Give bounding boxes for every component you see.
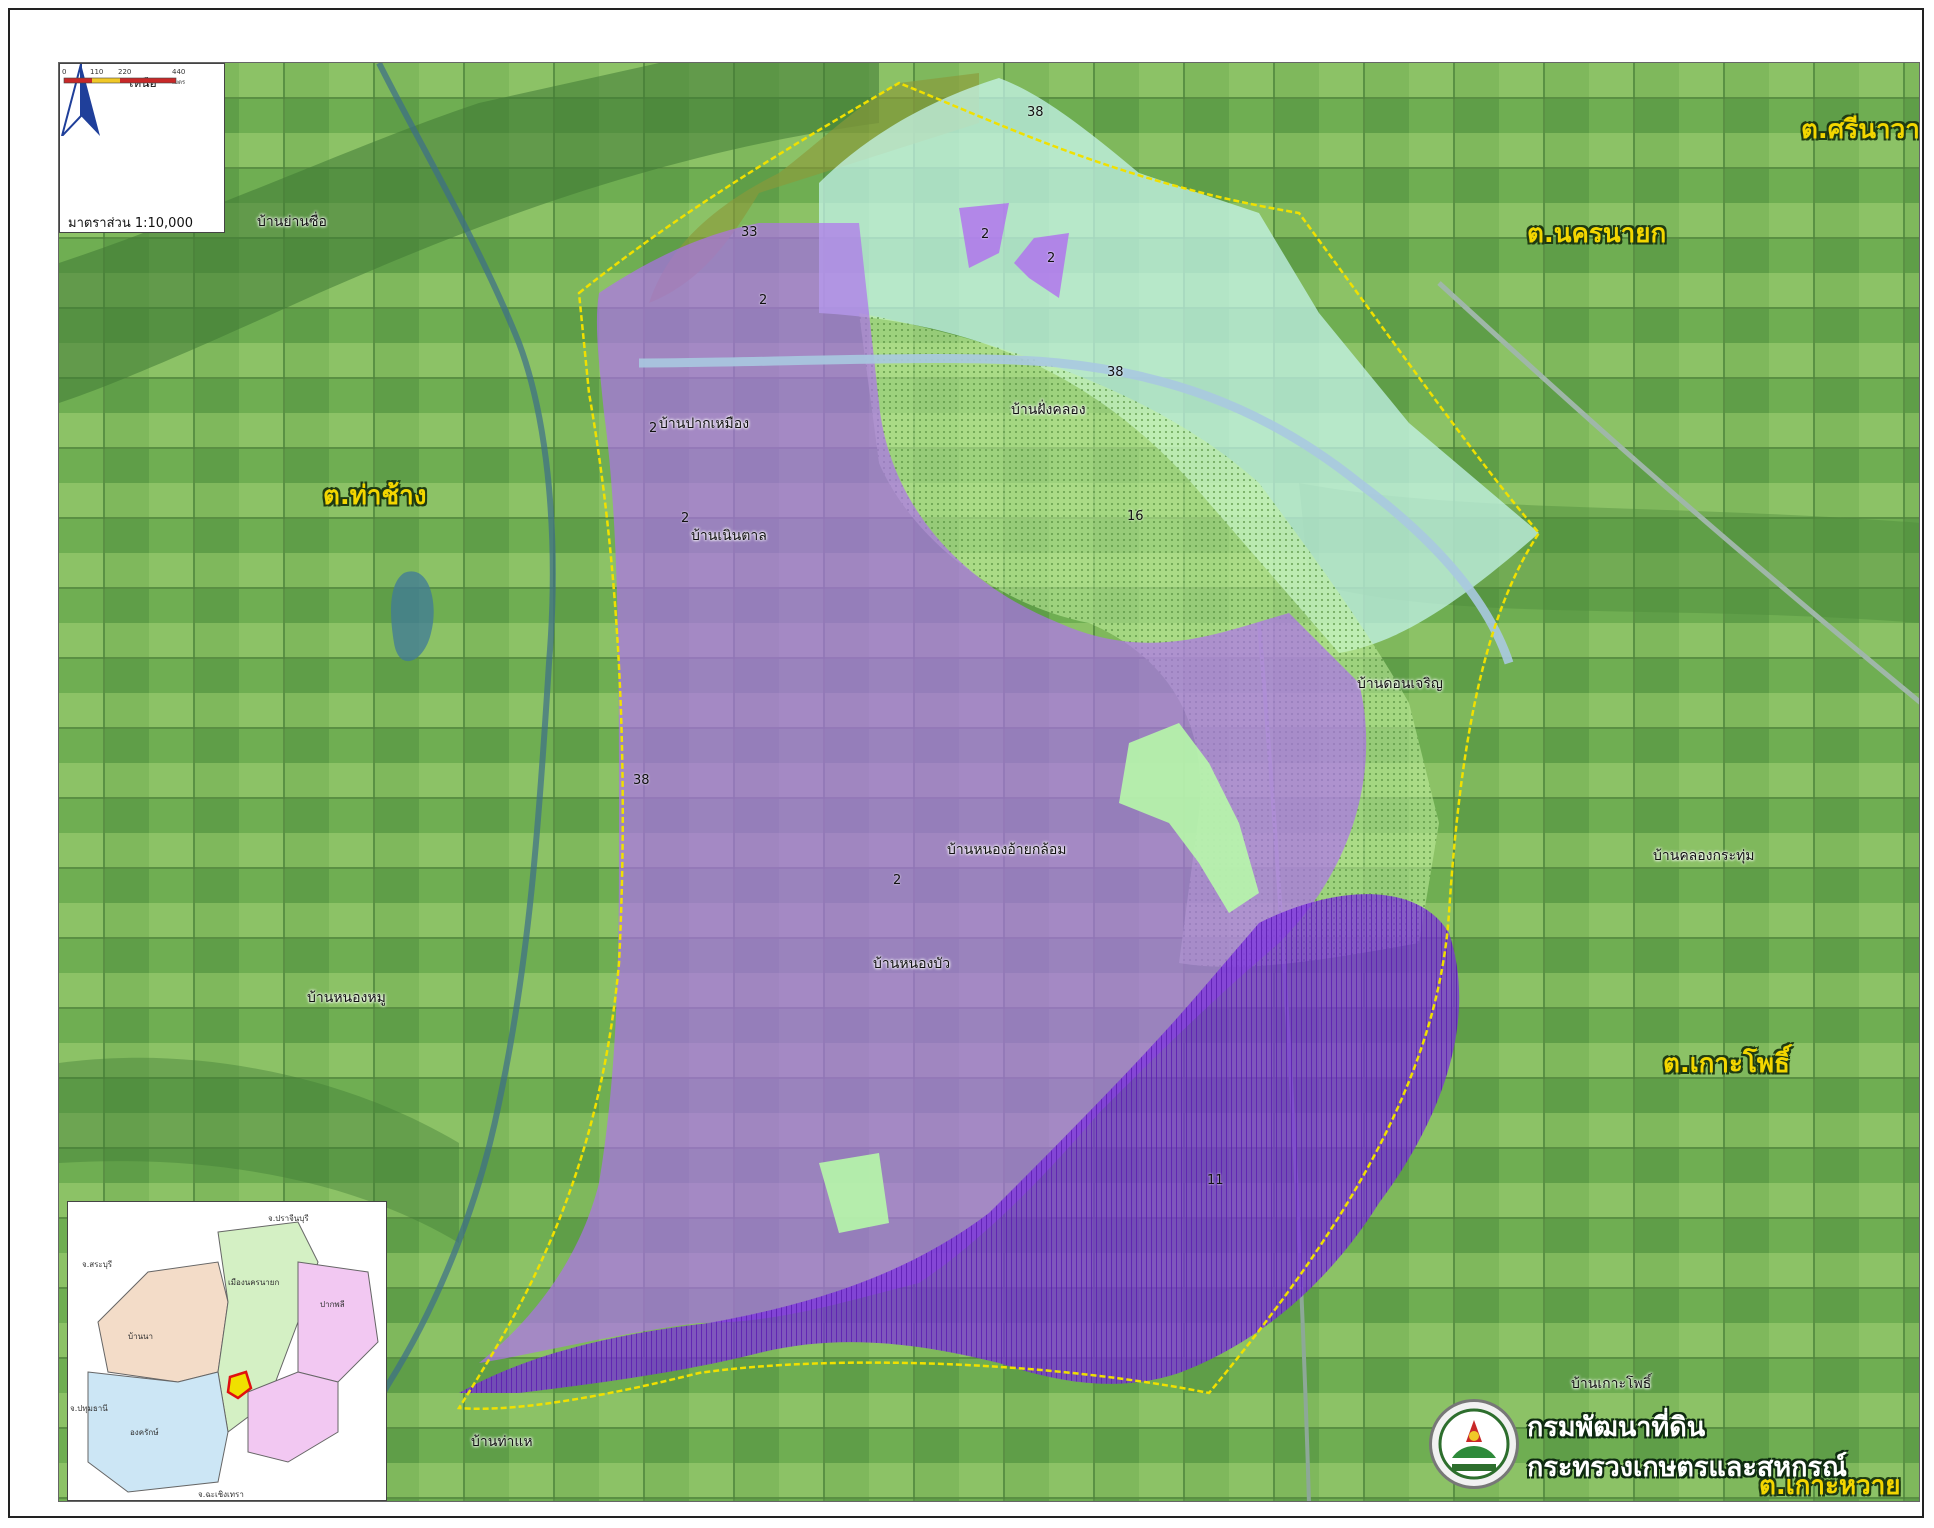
village-label-ban-noen-tan: บ้านเนินตาล — [691, 528, 767, 544]
soil-map[interactable]: ต.ศรีนาวา ต.นครนายก ต.ท่าช้าง ต.เกาะโพธิ… — [58, 62, 1920, 1502]
unit-label-11: 11 — [1207, 1173, 1224, 1188]
unit-label-2-noen-tan: 2 — [681, 511, 690, 526]
scale-tick-0: 0 — [62, 68, 66, 76]
inset-district-ban-na — [97, 1261, 229, 1383]
village-strip-north — [59, 63, 879, 403]
scale-tick-220: 220 — [118, 68, 131, 76]
unit-label-2-west: 2 — [759, 293, 768, 308]
inset-label-chachoengsao: จ.ฉะเชิงเทรา — [198, 1490, 244, 1499]
soil-zone-2-north-b — [1014, 233, 1069, 298]
village-strip-south — [59, 1057, 459, 1243]
inset-label-ban-na: บ้านนา — [128, 1332, 153, 1341]
village-label-ban-yan-sue: บ้านย่านซื่อ — [257, 214, 327, 230]
unit-label-2-north-b: 2 — [1047, 251, 1056, 266]
scale-segment-3 — [120, 78, 176, 83]
inset-label-saraburi: จ.สระบุรี — [82, 1260, 113, 1269]
river — [326, 63, 556, 1501]
tambon-label-nakhon-nayok: ต.นครนายก — [1527, 219, 1667, 249]
organization-block: กรมพัฒนาที่ดิน กระทรวงเกษตรและสหกรณ์ — [1429, 1395, 1909, 1495]
unit-label-2-pak-muang: 2 — [649, 421, 658, 436]
org-name-department: กรมพัฒนาที่ดิน — [1527, 1412, 1706, 1443]
unit-label-2-center: 2 — [893, 873, 902, 888]
scale-outline — [63, 77, 177, 84]
scale-text: มาตราส่วน 1:10,000 — [68, 216, 193, 231]
soil-zone-11 — [459, 894, 1460, 1393]
village-label-ban-ko-pho: บ้านเกาะโพธิ์ — [1571, 1376, 1652, 1392]
scale-tick-440: 440 — [172, 68, 185, 76]
ldd-logo-icon — [1429, 1399, 1519, 1489]
village-label-ban-don-charoen: บ้านดอนเจริญ — [1357, 676, 1443, 692]
scale-segment-2 — [92, 78, 120, 83]
village-label-ban-khlong-kra-thum: บ้านคลองกระทุ่ม — [1653, 848, 1755, 864]
tambon-label-ko-pho: ต.เกาะโพธิ์ — [1663, 1049, 1790, 1079]
village-label-ban-nong-bua: บ้านหนองบัว — [873, 956, 951, 972]
inset-district-south-east — [247, 1371, 339, 1463]
scale-bar: 0 110 220 440 เมตร — [62, 68, 186, 86]
soil-zone-38-inner — [1119, 723, 1259, 913]
canal — [638, 354, 1514, 665]
ldd-emblem-icon — [1438, 1408, 1510, 1480]
tambon-label-ko-wai: ต.เกาะหวาย — [1759, 1471, 1901, 1501]
org-name-ministry: กระทรวงเกษตรและสหกรณ์ — [1527, 1452, 1848, 1483]
unit-label-38-canal: 38 — [1107, 365, 1124, 380]
unit-label-38-west: 38 — [633, 773, 650, 788]
inset-label-pathum-thani: จ.ปทุมธานี — [70, 1404, 108, 1413]
soil-zone-2-main — [479, 223, 1367, 1363]
soil-zone-2-north-a — [959, 203, 1009, 268]
inset-label-ongkharak: องครักษ์ — [130, 1428, 159, 1437]
scale-unit: เมตร — [172, 79, 186, 86]
village-label-ban-fang-klong: บ้านฝั่งคลอง — [1011, 402, 1086, 418]
pond — [391, 571, 434, 662]
map-canvas — [59, 63, 1919, 1501]
unit-label-16: 16 — [1127, 509, 1144, 524]
scale-segment-1 — [64, 78, 92, 83]
village-label-ban-tha-hae: บ้านท่าแห — [471, 1434, 533, 1450]
highway-east — [1437, 281, 1919, 705]
inset-district-ongkharak — [87, 1371, 229, 1493]
tambon-label-tha-chang: ต.ท่าช้าง — [323, 481, 427, 511]
tambon-label-sri-nawa: ต.ศรีนาวา — [1801, 115, 1920, 145]
soil-zone-38-south — [819, 1153, 889, 1233]
inset-canvas — [87, 1221, 379, 1493]
unit-label-38-top: 38 — [1027, 105, 1044, 120]
unit-label-33: 33 — [741, 225, 758, 240]
location-inset-map: จ.ปราจีนบุรี จ.สระบุรี เมืองนครนายก ปากพ… — [67, 1201, 387, 1501]
village-label-ban-nong-ai-klom: บ้านหนองอ้ายกล้อม — [947, 842, 1067, 858]
scale-tick-110: 110 — [90, 68, 103, 76]
north-arrow-scale-box: เหนือ 0 110 220 440 เมตร มาตราส่วน 1:10,… — [59, 63, 225, 233]
inset-label-prachinburi: จ.ปราจีนบุรี — [268, 1214, 309, 1223]
map-frame: ต.ศรีนาวา ต.นครนายก ต.ท่าช้าง ต.เกาะโพธิ… — [8, 8, 1924, 1518]
inset-label-pak-phli: ปากพลี — [320, 1300, 345, 1309]
inset-label-mueang: เมืองนครนายก — [228, 1278, 280, 1287]
village-label-ban-nong-mu: บ้านหนองหมู — [307, 990, 386, 1006]
inset-district-pak-phli — [297, 1261, 379, 1383]
inset-study-area — [226, 1370, 253, 1400]
village-label-ban-pak-muang: บ้านปากเหมือง — [659, 416, 750, 432]
unit-label-2-north-a: 2 — [981, 227, 990, 242]
